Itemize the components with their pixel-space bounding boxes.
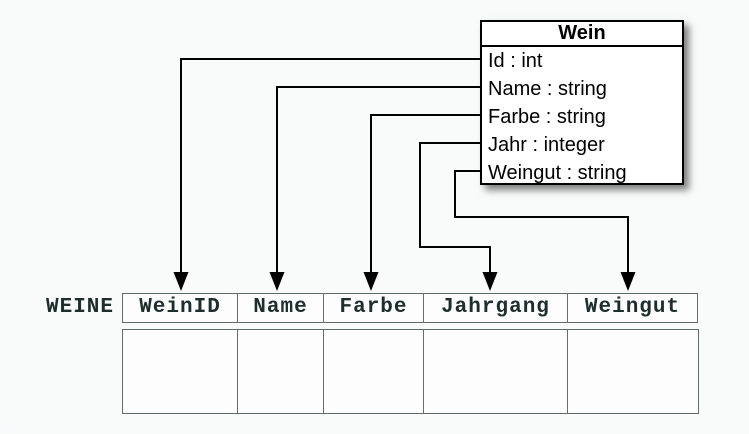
table-cell-weinid-empty	[123, 330, 237, 413]
uml-attribute-name: Name : string	[488, 78, 607, 100]
arrowhead-farbe-to-farbe	[363, 272, 379, 291]
column-header-name: Name	[237, 294, 323, 322]
uml-attribute-jahr: Jahr : integer	[488, 134, 605, 156]
table-header-row: WeinID Name Farbe Jahrgang Weingut	[122, 293, 698, 323]
arrowhead-weingut-to-weingut	[620, 272, 636, 291]
table-body-row	[122, 329, 699, 414]
arrow-id-to-weinid	[180, 58, 480, 272]
uml-attribute-weingut: Weingut : string	[488, 162, 627, 184]
arrow-jahr-to-jahrgang	[419, 142, 491, 272]
arrow-name-to-name	[276, 86, 480, 272]
table-cell-name-empty	[237, 330, 323, 413]
arrowhead-jahr-to-jahrgang	[482, 272, 498, 291]
arrow-weingut-to-weingut	[454, 170, 629, 272]
uml-attribute-farbe: Farbe : string	[488, 106, 606, 128]
table-cell-farbe-empty	[323, 330, 423, 413]
table-name-label: WEINE	[45, 296, 114, 319]
column-header-farbe: Farbe	[323, 294, 423, 322]
arrowhead-id-to-weinid	[173, 272, 189, 291]
table-cell-jahrgang-empty	[423, 330, 567, 413]
uml-attribute-id: Id : int	[488, 50, 543, 72]
uml-class-title: Wein	[482, 22, 682, 47]
table-cell-weingut-empty	[567, 330, 698, 413]
column-header-jahrgang: Jahrgang	[423, 294, 567, 322]
arrowhead-name-to-name	[269, 272, 285, 291]
arrow-farbe-to-farbe	[370, 114, 480, 272]
uml-class-attribute-list: Id : int Name : string Farbe : string Ja…	[482, 47, 682, 187]
column-header-weingut: Weingut	[567, 294, 697, 322]
uml-class-wein: Wein Id : int Name : string Farbe : stri…	[480, 20, 684, 185]
column-header-weinid: WeinID	[139, 296, 221, 319]
